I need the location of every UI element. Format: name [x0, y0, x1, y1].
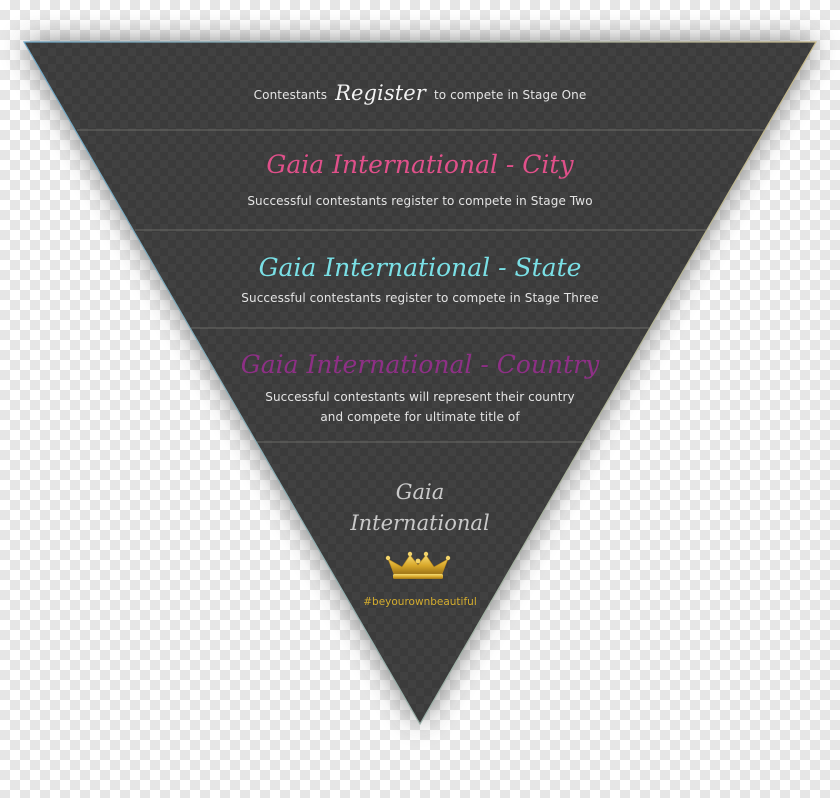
state-description: Successful contestants register to compe… [241, 291, 599, 305]
crown-icon [385, 551, 451, 579]
state-title: Gaia International - State [258, 253, 582, 282]
stage-one-before: Contestants [253, 88, 328, 102]
brand-line1: Gaia [395, 480, 445, 504]
country-title: Gaia International - Country [240, 350, 600, 379]
city-description: Successful contestants register to compe… [247, 194, 593, 208]
funnel-body [22, 41, 818, 726]
city-title: Gaia International - City [266, 150, 574, 179]
brand-line2: International [350, 511, 490, 535]
register-word: Register [335, 81, 426, 105]
country-description-line1: Successful contestants will represent th… [265, 390, 575, 404]
country-description-line2: and compete for ultimate title of [320, 410, 520, 424]
hashtag: #beyourownbeautiful [363, 596, 477, 608]
stage-one-after: to compete in Stage One [433, 88, 587, 102]
stage-one-text: Contestants Register to compete in Stage O… [0, 80, 840, 105]
